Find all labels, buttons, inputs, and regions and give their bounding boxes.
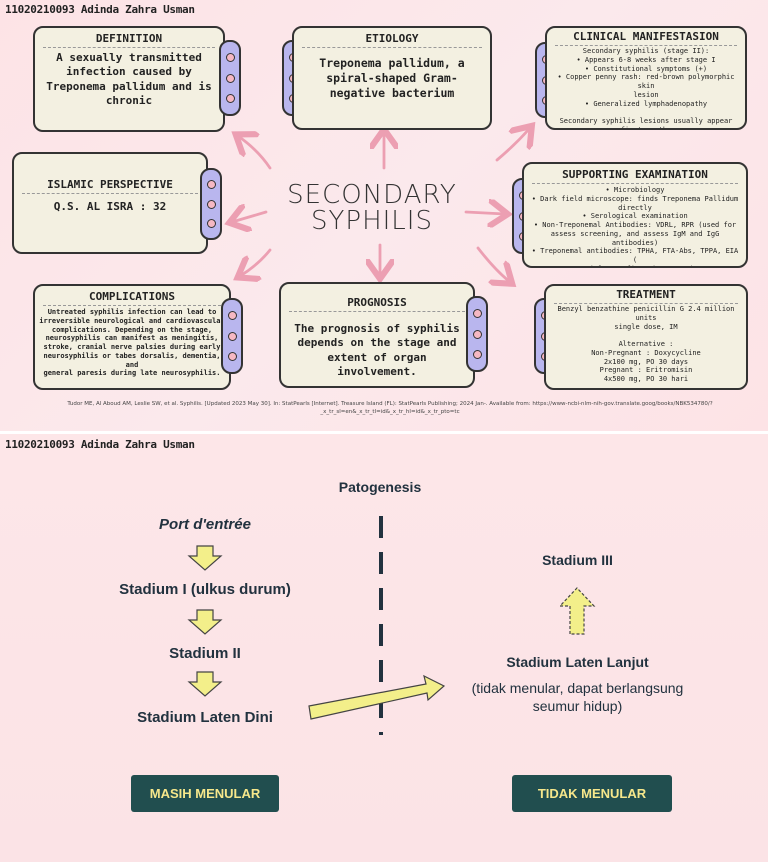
binder-ring (227, 331, 237, 341)
arrow-to-clinical (495, 128, 530, 162)
center-title: SECONDARY SYPHILIS (262, 182, 482, 234)
binder-ring (206, 199, 216, 209)
supporting-title: SUPPORTING EXAMINATION (532, 168, 738, 184)
etiology-card: ETIOLOGY Treponema pallidum, a spiral-sh… (292, 26, 492, 130)
stadium-laten-dini: Stadium Laten Dini (137, 709, 273, 726)
clinical-title: CLINICAL MANIFESTASION (555, 30, 737, 46)
clinical-body: Secondary syphilis (stage II): • Appears… (557, 47, 735, 130)
binder-ring (206, 180, 216, 190)
arrow-up-dashed (558, 587, 596, 635)
binder-ring (225, 53, 235, 63)
arrow-to-supporting (464, 212, 505, 214)
islamic-card: ISLAMIC PERSPECTIVE Q.S. AL ISRA : 32 (12, 152, 208, 254)
islamic-binder-tab (200, 168, 222, 240)
center-title-line2: SYPHILIS (311, 206, 433, 236)
binder-ring (472, 309, 482, 319)
arrow-to-treatment (476, 246, 510, 282)
stadium-1: Stadium I (ulkus durum) (119, 581, 291, 598)
panel-separator (0, 431, 768, 434)
stadium-laten-lanjut: Stadium Laten Lanjut (506, 654, 649, 670)
tidak-menular-badge: TIDAK MENULAR (512, 775, 672, 812)
author-label-bottom: 11020210093 Adinda Zahra Usman (5, 438, 195, 451)
complications-binder-tab (221, 298, 243, 374)
complications-body: Untreated syphilis infection can lead to… (39, 308, 225, 378)
author-label-top: 11020210093 Adinda Zahra Usman (5, 3, 195, 16)
stadium-3: Stadium III (542, 552, 613, 568)
definition-body: A sexually transmitted infection caused … (46, 51, 212, 107)
prognosis-card: PROGNOSIS The prognosis of syphilis depe… (279, 282, 475, 388)
binder-ring (206, 218, 216, 228)
binder-ring (227, 351, 237, 361)
treatment-card: TREATMENT Benzyl benzathine penicillin G… (544, 284, 748, 390)
definition-binder-tab (219, 40, 241, 116)
center-title-line1: SECONDARY (287, 180, 457, 210)
complications-title: COMPLICATIONS (43, 290, 221, 306)
binder-ring (225, 93, 235, 103)
arrow-down-3 (187, 671, 223, 697)
clinical-card: CLINICAL MANIFESTASION Secondary syphili… (545, 26, 747, 130)
port-dentree: Port d'entrée (159, 516, 251, 533)
binder-ring (227, 311, 237, 321)
binder-ring (225, 73, 235, 83)
treatment-title: TREATMENT (554, 288, 738, 304)
stadium-2: Stadium II (169, 645, 241, 662)
prognosis-title: PROGNOSIS (289, 296, 465, 312)
binder-ring (472, 329, 482, 339)
etiology-title: ETIOLOGY (302, 32, 482, 48)
supporting-body: • Microbiology • Dark field microscope: … (531, 186, 739, 266)
citation: Tudor ME, Al Aboud AM, Leslie SW, et al.… (67, 401, 713, 415)
islamic-body: Q.S. AL ISRA : 32 (53, 200, 167, 213)
etiology-body: Treponema pallidum, a spiral-shaped Gram… (319, 56, 465, 100)
prognosis-binder-tab (466, 296, 488, 372)
masih-menular-badge: MASIH MENULAR (131, 775, 279, 812)
laten-lanjut-note: (tidak menular, dapat berlangsung seumur… (471, 680, 684, 715)
arrow-to-complications (240, 248, 272, 276)
supporting-card: SUPPORTING EXAMINATION • Microbiology • … (522, 162, 748, 268)
prognosis-body: The prognosis of syphilis depends on the… (294, 322, 460, 378)
mindmap-arrows (0, 0, 768, 432)
arrow-down-2 (187, 609, 223, 635)
complications-card: COMPLICATIONS Untreated syphilis infecti… (33, 284, 231, 390)
arrow-to-islamic (232, 212, 268, 222)
patogenesis-title: Patogenesis (338, 479, 422, 495)
arrow-down-1 (187, 545, 223, 571)
arrow-to-definition (238, 136, 272, 170)
arrow-diagonal (308, 674, 446, 720)
definition-card: DEFINITION A sexually transmitted infect… (33, 26, 225, 132)
treatment-body: Benzyl benzathine penicillin G 2.4 milli… (557, 305, 735, 383)
islamic-title: ISLAMIC PERSPECTIVE (22, 178, 198, 194)
definition-title: DEFINITION (43, 32, 215, 48)
binder-ring (472, 349, 482, 359)
